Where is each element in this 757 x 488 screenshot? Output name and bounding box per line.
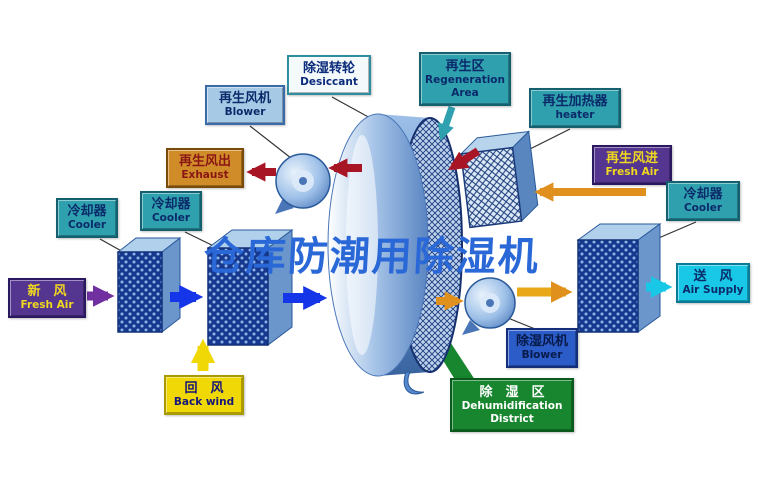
label-dehumid-blower-en: Blower xyxy=(521,349,563,362)
label-regeneration-area-zh: 再生区 xyxy=(445,58,485,74)
flow-arrows xyxy=(87,105,673,371)
label-cooler-right-en: Cooler xyxy=(683,202,723,215)
label-dehumid-district-en2: District xyxy=(490,412,534,425)
label-cooler-right: 冷却器 Cooler xyxy=(666,181,740,221)
label-exhaust-en: Exhaust xyxy=(181,169,229,182)
label-air-supply-zh: 送 风 xyxy=(693,269,733,285)
label-regen-heater-zh: 再生加热器 xyxy=(542,94,608,110)
label-regen-fresh-air: 再生风进 Fresh Air xyxy=(592,145,672,185)
label-regen-fresh-air-en: Fresh Air xyxy=(605,166,659,179)
label-dehumid-blower: 除湿风机 Blower xyxy=(506,328,578,368)
cooler-unit-left-inner xyxy=(206,229,294,346)
regen-blower-icon xyxy=(275,153,331,214)
label-dehumid-district: 除 湿 区 Dehumidification District xyxy=(450,378,574,432)
page-title: 仓库防潮用除湿机 xyxy=(202,234,541,280)
label-air-supply-en: Air Supply xyxy=(682,284,744,297)
label-back-wind: 回 风 Back wind xyxy=(164,375,244,415)
label-desiccant: 除湿转轮 Desiccant xyxy=(287,55,371,95)
cooler-unit-left-outer xyxy=(116,236,182,334)
label-cooler-left-inner-en: Cooler xyxy=(151,212,191,225)
label-desiccant-en: Desiccant xyxy=(300,76,358,89)
label-fresh-air: 新 风 Fresh Air xyxy=(8,278,86,318)
dehumid-blower-icon xyxy=(462,277,516,335)
wheel-bottom-ribbon xyxy=(403,371,425,395)
label-regeneration-area: 再生区 Regeneration Area xyxy=(419,52,511,106)
label-air-supply: 送 风 Air Supply xyxy=(676,263,750,303)
label-back-wind-zh: 回 风 xyxy=(184,381,224,397)
label-regeneration-area-en: Regeneration Area xyxy=(424,74,505,99)
label-regen-heater-en: heater xyxy=(555,109,595,122)
label-cooler-left-outer-zh: 冷却器 xyxy=(67,204,107,220)
label-regen-blower-zh: 再生风机 xyxy=(218,91,271,107)
label-regen-heater: 再生加热器 heater xyxy=(529,88,621,128)
label-cooler-left-inner: 冷却器 Cooler xyxy=(140,191,202,231)
label-back-wind-en: Back wind xyxy=(173,396,235,409)
desiccant-wheel xyxy=(327,113,463,395)
label-regen-blower: 再生风机 Blower xyxy=(205,85,285,125)
label-exhaust-zh: 再生风出 xyxy=(178,154,231,170)
label-fresh-air-en: Fresh Air xyxy=(20,299,74,312)
label-regen-blower-en: Blower xyxy=(224,106,266,119)
arrow-regeneration-area xyxy=(437,105,456,141)
label-fresh-air-zh: 新 风 xyxy=(27,284,67,300)
label-cooler-left-inner-zh: 冷却器 xyxy=(151,197,191,213)
heater-unit xyxy=(459,130,539,229)
label-cooler-left-outer-en: Cooler xyxy=(67,219,107,232)
label-dehumid-blower-zh: 除湿风机 xyxy=(515,334,568,350)
label-cooler-right-zh: 冷却器 xyxy=(683,187,723,203)
label-dehumid-district-en1: Dehumidification xyxy=(461,400,563,413)
label-dehumid-district-zh: 除 湿 区 xyxy=(479,384,545,400)
label-cooler-left-outer: 冷却器 Cooler xyxy=(56,198,118,238)
label-desiccant-zh: 除湿转轮 xyxy=(302,61,355,77)
arrow-heater-to-wheel xyxy=(448,147,481,171)
label-regen-fresh-air-zh: 再生风进 xyxy=(605,151,658,167)
label-exhaust: 再生风出 Exhaust xyxy=(166,148,244,188)
cooler-unit-right xyxy=(576,223,662,333)
